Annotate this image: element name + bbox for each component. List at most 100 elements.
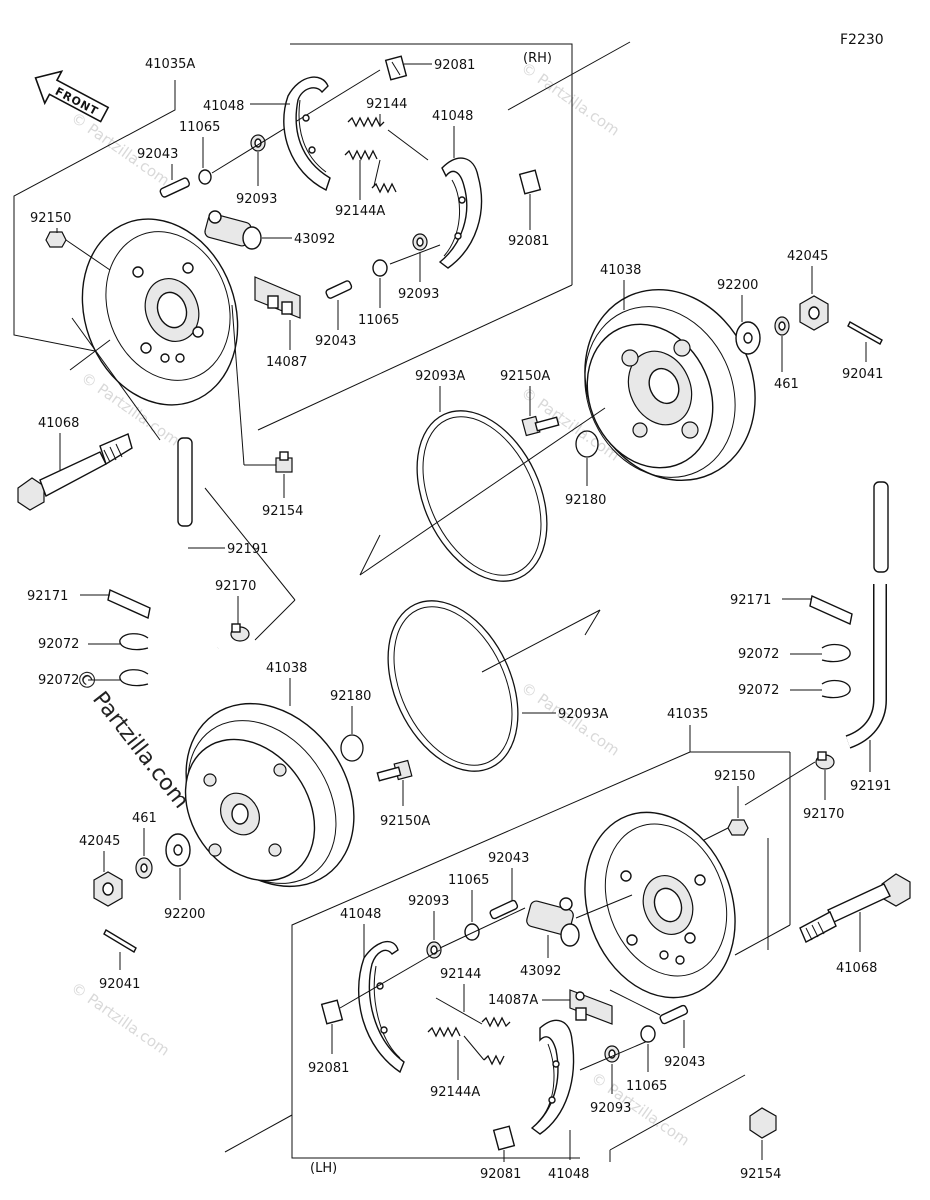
rh-bolt	[45, 231, 67, 248]
rh-brake-shoe-b	[438, 157, 483, 269]
right-brake-hose	[845, 481, 889, 749]
drum-lh-label: 41038	[266, 661, 307, 676]
watermark-main: © Partzilla.com	[69, 664, 193, 813]
cylinder-lh-label: 43092	[520, 964, 561, 979]
drum-bolt-rh-label: 92150A	[500, 369, 550, 384]
pin-lh-b-label: 92043	[664, 1055, 705, 1070]
lh-frame	[224, 725, 791, 1162]
pin-rh-b-label: 92043	[315, 334, 356, 349]
lh-bleeder-nipple	[749, 1107, 777, 1139]
circlip-left-a-label: 92072	[38, 637, 79, 652]
left-circlip-b	[119, 669, 149, 687]
clip-lh-left-label: 92081	[308, 1061, 349, 1076]
rh-frame	[13, 41, 631, 431]
lh-clip-left	[320, 999, 344, 1025]
nipple-lh-label: 92154	[740, 1167, 781, 1182]
rh-washer-b	[372, 259, 388, 277]
nut-lh-label: 42045	[79, 834, 120, 849]
seal-rh-label: 92093A	[415, 369, 465, 384]
plate-lh-label: 14087A	[488, 993, 538, 1008]
lh-adjuster-plate	[569, 989, 613, 1025]
lh-assembly-label: 41035	[667, 707, 708, 722]
right-hose-clamp	[815, 751, 835, 770]
spacer-lh-label: 461	[132, 811, 157, 826]
rh-assembly-label: 41035A	[145, 57, 195, 72]
rh-adjuster-plate	[254, 276, 301, 319]
rh-wheel-cylinder	[204, 210, 262, 250]
lh-wheel-cylinder	[526, 897, 580, 947]
spring-rh-a-label: 92144A	[335, 204, 385, 219]
rh-side-label: (RH)	[523, 51, 552, 66]
left-hose-band	[107, 589, 151, 619]
lh-cotter-pin	[103, 929, 137, 953]
lh-castle-nut	[93, 871, 123, 907]
rh-pin-a	[159, 177, 190, 198]
cylinder-rh-label: 43092	[294, 232, 335, 247]
clip-lh-bottom-label: 92081	[480, 1167, 521, 1182]
left-brake-hose	[174, 437, 223, 679]
lh-backing-plate	[584, 811, 736, 999]
rh-brake-drum	[584, 288, 756, 482]
washer-lh-a-label: 11065	[448, 873, 489, 888]
spring-rh-label: 92144	[366, 97, 407, 112]
rh-castle-nut	[799, 295, 829, 331]
left-circlip-a	[119, 633, 149, 651]
rh-axle-shaft	[17, 433, 133, 511]
band-left-label: 92171	[27, 589, 68, 604]
rh-oring	[575, 430, 599, 458]
lh-brake-drum	[184, 702, 355, 888]
nipple-rh-label: 92154	[262, 504, 303, 519]
washer-big-rh-label: 92200	[717, 278, 758, 293]
washer-lh-b-label: 11065	[626, 1079, 667, 1094]
spring-lh-a-label: 92144A	[430, 1085, 480, 1100]
rh-bleeder-nipple	[275, 451, 293, 473]
seal-lh-label: 92093A	[558, 707, 608, 722]
circlip-right-a-label: 92072	[738, 647, 779, 662]
nut-rh-label: 42045	[787, 249, 828, 264]
lh-washer-a	[464, 923, 480, 941]
ring-rh-b-label: 92093	[398, 287, 439, 302]
pin-rh-a-label: 92043	[137, 147, 178, 162]
clamp-left-label: 92170	[215, 579, 256, 594]
rh-backing-plate	[81, 218, 239, 406]
cotter-lh-label: 92041	[99, 977, 140, 992]
hose-left-label: 92191	[227, 542, 268, 557]
lh-spring	[435, 997, 511, 1028]
drum-rh-label: 41038	[600, 263, 641, 278]
shoe-rh-b-label: 41048	[432, 109, 473, 124]
washer-rh-a-label: 11065	[179, 120, 220, 135]
ring-rh-a-label: 92093	[236, 192, 277, 207]
lh-pin-b	[659, 1004, 689, 1025]
shoe-lh-b-label: 41048	[548, 1167, 589, 1182]
rh-clip-top	[384, 55, 408, 81]
lh-axle-shaft	[799, 873, 911, 943]
lh-bolt	[727, 819, 749, 836]
rh-spring-a	[344, 149, 397, 194]
right-hose-band	[809, 595, 853, 625]
shoe-rh-a-label: 41048	[203, 99, 244, 114]
circlip-left-b-label: 92072	[38, 673, 79, 688]
shoe-lh-a-label: 41048	[340, 907, 381, 922]
shaft-lh-label: 41068	[836, 961, 877, 976]
lh-oring	[340, 734, 364, 762]
clamp-right-label: 92170	[803, 807, 844, 822]
spring-lh-label: 92144	[440, 967, 481, 982]
drum-bolt-lh-label: 92150A	[380, 814, 430, 829]
ring-lh-b-label: 92093	[590, 1101, 631, 1116]
clip-rh-right-label: 92081	[508, 234, 549, 249]
spacer-rh-label: 461	[774, 377, 799, 392]
bolt-rh-label: 92150	[30, 211, 71, 226]
rh-spring	[347, 116, 429, 161]
band-right-label: 92171	[730, 593, 771, 608]
left-hose-clamp	[230, 623, 250, 642]
watermark: © Partzilla.com	[518, 59, 623, 140]
rh-clip-right	[518, 169, 542, 195]
right-circlip-b	[821, 679, 851, 699]
lh-drum-bolt	[376, 759, 413, 782]
ring-lh-a-label: 92093	[408, 894, 449, 909]
circlip-right-b-label: 92072	[738, 683, 779, 698]
lh-brake-shoe-a	[357, 940, 405, 1074]
bolt-lh-label: 92150	[714, 769, 755, 784]
pin-lh-a-label: 92043	[488, 851, 529, 866]
lh-pin-a	[489, 899, 519, 920]
